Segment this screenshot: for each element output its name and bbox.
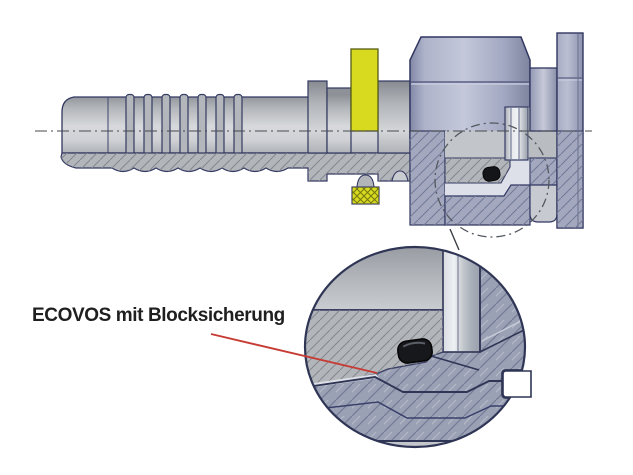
detail-circle bbox=[434, 122, 550, 238]
seal-washer bbox=[504, 106, 529, 161]
balloon-oring bbox=[397, 338, 433, 364]
groove-dome bbox=[391, 170, 409, 182]
balloon-tube bbox=[305, 247, 443, 310]
nut-section-lower-hatch bbox=[445, 185, 530, 225]
balloon-nut-step2 bbox=[305, 401, 520, 419]
balloon-chamfer-line bbox=[479, 327, 525, 353]
main-view bbox=[35, 32, 592, 251]
detail-connector-line bbox=[449, 228, 460, 251]
cone-head-section-hatch bbox=[445, 158, 510, 183]
hose-nipple bbox=[60, 80, 411, 182]
part-label: ECOVOS mit Blocksicherung bbox=[32, 305, 285, 326]
union-nut bbox=[409, 36, 558, 226]
balloon-cone-face-line bbox=[430, 355, 480, 371]
balloon-notch-overlay bbox=[502, 370, 532, 398]
cone-head-solid bbox=[445, 131, 505, 158]
detail-balloon bbox=[303, 245, 532, 449]
neck-section-hatch bbox=[530, 158, 557, 185]
flange-section-hatch bbox=[557, 131, 583, 228]
nipple-collar bbox=[307, 80, 328, 154]
neck bbox=[529, 67, 558, 132]
leader-line bbox=[210, 333, 378, 374]
nipple-mid-step bbox=[326, 87, 352, 154]
seal-yellow bbox=[350, 48, 380, 205]
seal-dome bbox=[356, 174, 375, 188]
nut-section-left-hatch bbox=[410, 131, 445, 225]
oring-main bbox=[482, 166, 501, 182]
flange-assembly bbox=[529, 32, 584, 229]
balloon-nipple-wall-hatch bbox=[305, 310, 443, 385]
seal-ring-view bbox=[350, 48, 379, 132]
nipple-head bbox=[377, 80, 411, 154]
nipple-section-band bbox=[60, 152, 411, 182]
seal-ring-section-hatch bbox=[352, 187, 379, 204]
balloon-nut-step1 bbox=[305, 376, 518, 393]
balloon-chamfer-highlight bbox=[481, 320, 522, 342]
balloon-outline bbox=[303, 245, 527, 449]
